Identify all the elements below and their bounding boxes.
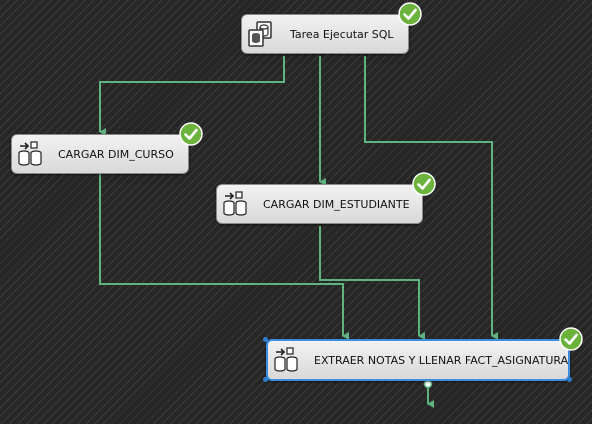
success-check-icon — [412, 172, 436, 196]
task-label: CARGAR DIM_ESTUDIANTE — [263, 197, 410, 211]
connector-sql-to-dim-curso[interactable] — [99, 56, 285, 136]
task-extraer-notas[interactable]: EXTRAER NOTAS Y LLENAR FACT_ASIGNATURA — [266, 339, 570, 381]
task-cargar-dim-curso[interactable]: CARGAR DIM_CURSO — [11, 134, 189, 174]
selection-handle-bottom-left[interactable] — [263, 377, 268, 382]
success-check-icon — [398, 2, 422, 26]
task-execute-sql[interactable]: Tarea Ejecutar SQL — [241, 14, 409, 54]
data-flow-icon — [268, 344, 304, 376]
data-flow-icon — [12, 138, 48, 170]
task-label: Tarea Ejecutar SQL — [290, 27, 394, 41]
selection-handle-top-left[interactable] — [263, 337, 268, 342]
data-flow-icon — [217, 188, 253, 220]
connector-sql-to-fact[interactable] — [364, 56, 498, 340]
success-check-icon — [559, 327, 583, 351]
connector-dim-curso-to-fact[interactable] — [99, 174, 349, 340]
task-cargar-dim-estudiante[interactable]: CARGAR DIM_ESTUDIANTE — [216, 184, 423, 224]
execute-sql-icon — [242, 18, 278, 50]
task-label: EXTRAER NOTAS Y LLENAR FACT_ASIGNATURA — [314, 353, 569, 367]
task-label: CARGAR DIM_CURSO — [58, 147, 174, 161]
success-check-icon — [179, 122, 203, 146]
output-connector-handle[interactable] — [423, 379, 433, 389]
selection-handle-bottom-right[interactable] — [567, 377, 572, 382]
connector-dim-estudiante-to-fact[interactable] — [319, 226, 425, 340]
